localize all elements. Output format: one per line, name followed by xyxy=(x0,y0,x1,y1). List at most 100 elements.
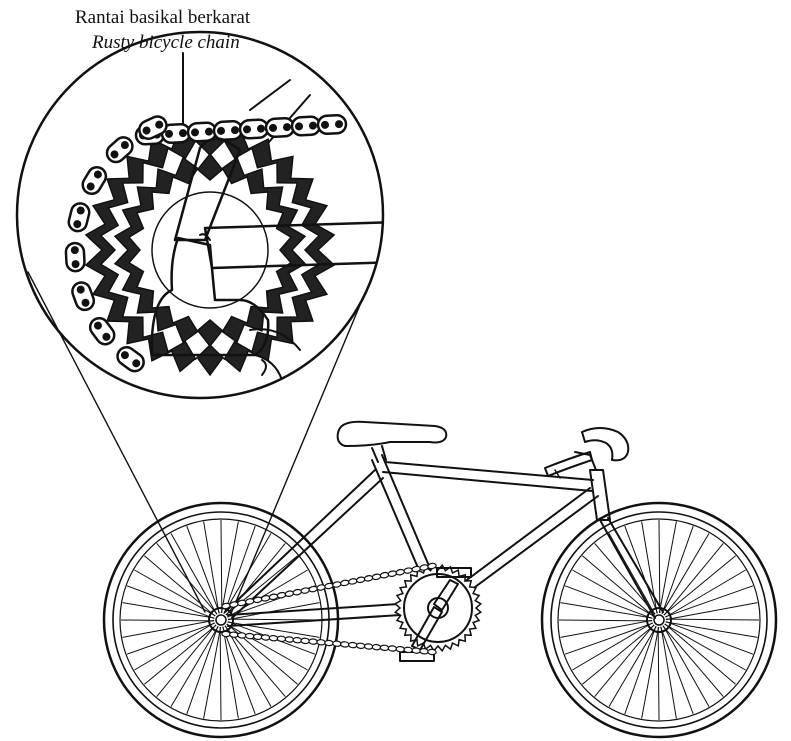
saddle xyxy=(338,422,447,446)
wheel-spoke xyxy=(187,626,218,714)
wheel-spoke xyxy=(658,627,659,720)
chain-link xyxy=(388,646,397,652)
chain-link xyxy=(245,598,254,605)
front-wheel xyxy=(542,503,776,737)
chain-link xyxy=(309,639,318,645)
wheel-spoke xyxy=(659,520,660,613)
chain-link xyxy=(396,646,405,652)
wheel-spoke xyxy=(665,586,753,617)
wheel-spoke xyxy=(664,543,723,615)
wheel-spoke xyxy=(665,570,745,617)
wheel-spoke xyxy=(144,625,216,684)
wheel-spoke xyxy=(595,625,654,697)
wheel-spoke xyxy=(642,627,659,718)
chain-link xyxy=(420,648,429,654)
wheel-spoke xyxy=(221,522,238,613)
chain-link xyxy=(285,590,294,597)
chain-link xyxy=(404,567,413,574)
chain-link xyxy=(309,586,318,593)
chain-link xyxy=(428,649,437,655)
chain-link xyxy=(277,636,286,642)
chain-link xyxy=(380,572,389,579)
chain-link xyxy=(261,635,270,641)
chain-link xyxy=(266,118,295,137)
wheel-spoke xyxy=(582,556,653,616)
wheel-spoke xyxy=(223,627,238,719)
chain-link xyxy=(214,121,243,140)
chain-link xyxy=(253,634,262,640)
chain-link xyxy=(324,583,333,590)
wheel-spoke xyxy=(228,619,321,620)
wheel-spoke xyxy=(661,627,676,719)
chain-link xyxy=(114,344,147,375)
handlebars xyxy=(545,428,628,478)
chain-link xyxy=(301,587,310,594)
chain-link xyxy=(340,580,349,587)
chain-link xyxy=(261,595,270,602)
chain-link xyxy=(301,638,310,644)
wheel-spoke xyxy=(662,526,693,614)
chain-link xyxy=(222,631,231,637)
chain-link xyxy=(277,592,286,599)
chain-link xyxy=(348,642,357,648)
chain-link xyxy=(79,164,109,197)
wheel-spoke xyxy=(123,620,214,637)
chain-link xyxy=(364,575,373,582)
wheel-spoke xyxy=(565,623,653,654)
chain-link xyxy=(380,645,389,651)
chain-link xyxy=(245,633,254,639)
wheel-spoke xyxy=(221,520,222,613)
chain-link xyxy=(404,647,413,653)
label-malay: Rantai basikal berkarat xyxy=(75,7,251,28)
wheel-spoke xyxy=(171,626,218,706)
chain-link xyxy=(356,576,365,583)
wheel-spoke xyxy=(665,624,736,684)
chain-link xyxy=(372,573,381,580)
wheel-spoke xyxy=(664,556,736,615)
chain-link xyxy=(364,644,373,650)
chain-link xyxy=(65,243,84,272)
wheel-spoke xyxy=(121,620,214,621)
chain-link xyxy=(332,641,341,647)
wheel-spoke xyxy=(582,625,654,684)
wheel-spoke xyxy=(204,627,221,718)
magnified-detail xyxy=(65,80,400,380)
chain-link xyxy=(372,644,381,650)
wheel-spoke xyxy=(666,619,759,620)
chain-link xyxy=(356,643,365,649)
wheel-spoke xyxy=(659,522,676,613)
wheel-spoke xyxy=(204,522,219,614)
chain-link xyxy=(317,639,326,645)
chain-link xyxy=(285,637,294,643)
wheel-spoke xyxy=(662,533,709,613)
wheel-spoke xyxy=(559,620,652,621)
chain-link xyxy=(388,570,397,577)
chain-link xyxy=(237,632,246,638)
wheel-spoke xyxy=(220,627,221,720)
chain-link xyxy=(348,578,357,585)
chain-link xyxy=(292,116,321,135)
wheel-spoke xyxy=(666,622,758,637)
wheel-spoke xyxy=(572,623,652,670)
wheel-spoke xyxy=(134,623,214,670)
wheel-spoke xyxy=(609,626,656,706)
wheel-spoke xyxy=(666,603,757,620)
chain-link xyxy=(293,637,302,643)
chain-link xyxy=(269,635,278,641)
chain-link xyxy=(396,569,405,576)
chain-link xyxy=(412,648,421,654)
chain-link xyxy=(67,202,91,234)
chain-link xyxy=(340,641,349,647)
wheel-spoke xyxy=(157,543,217,614)
chain-link xyxy=(293,589,302,596)
chain-link xyxy=(70,280,96,312)
chain-link xyxy=(240,119,269,138)
wheel-spoke xyxy=(561,620,652,637)
bicycle xyxy=(104,422,776,737)
wheel-spoke xyxy=(127,623,215,654)
chain-link xyxy=(318,115,347,134)
wheel-spoke xyxy=(561,603,653,618)
wheel-spoke xyxy=(663,626,723,697)
wheel-spoke xyxy=(157,625,216,697)
